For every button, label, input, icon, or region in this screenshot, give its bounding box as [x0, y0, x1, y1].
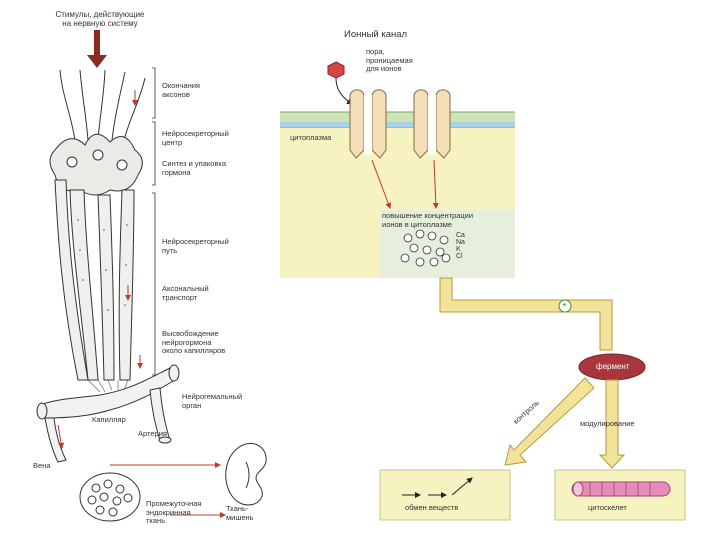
exchange-label: обмен веществ — [405, 503, 459, 512]
flow-arrows — [125, 90, 143, 369]
ion-circles — [400, 229, 451, 267]
ion-na: Na — [456, 239, 465, 246]
ion-channel-2 — [413, 89, 451, 159]
ion-ca: Ca — [456, 232, 465, 239]
granules — [77, 219, 128, 311]
circulation-arrows — [57, 424, 226, 518]
label-brackets — [152, 67, 156, 376]
ion-k: K — [456, 246, 461, 253]
capillary-label: Капилляр — [92, 415, 126, 424]
ion-list: Ca Na K Cl — [456, 232, 465, 260]
stimuli-caption: Стимулы, действующие на нервную систему — [55, 10, 145, 28]
pore-label: пора, проницаемая для ионов — [366, 47, 413, 73]
target-tissue — [225, 443, 267, 506]
axonal-transport-label: Аксональный транспорт — [162, 284, 209, 302]
axon-endings-label: Окончания аксонов — [162, 81, 200, 99]
release-label: Высвобождение нейрогормона около капилля… — [162, 329, 226, 355]
release-region — [87, 379, 129, 393]
ion-channel-1 — [349, 89, 387, 159]
cytoskeleton-box — [554, 469, 686, 521]
signal-pipe — [439, 277, 613, 351]
neurosecretory-cells — [49, 133, 143, 196]
ion-region — [380, 210, 515, 278]
enzyme-label: фермент — [596, 362, 630, 371]
modulation-label: модулирование — [580, 419, 635, 428]
vein-label: Вена — [33, 461, 51, 470]
axon-endings — [59, 69, 146, 141]
endocrine-tissue — [79, 472, 141, 522]
intermediate-gland-label: Промежуточная эндокринная ткань — [146, 499, 202, 525]
cell-membrane — [280, 111, 515, 129]
neurosecretory-center-label: Нейросекреторный центр — [162, 129, 229, 147]
exchange-box — [379, 469, 511, 521]
ion-molecule — [327, 61, 353, 105]
modulation-pipe — [598, 379, 626, 469]
control-pipe — [504, 377, 595, 466]
synthesis-label: Синтез и упаковка гормона — [162, 159, 227, 177]
cytoplasm-label: цитоплазма — [290, 133, 332, 142]
artery-label: Артерия — [138, 429, 167, 438]
ion-cl: Cl — [456, 253, 463, 260]
channel-arrows — [371, 159, 439, 209]
neurohemal-organ — [36, 364, 180, 463]
plus-sign: + — [562, 300, 567, 309]
target-tissue-label: Ткань- мишень — [226, 504, 254, 522]
plus-node — [558, 299, 572, 313]
neurohemal-organ-label: Нейрогемальный орган — [182, 392, 243, 410]
stimulus-arrow — [87, 30, 107, 68]
cytoskeleton-label: цитоскелет — [588, 503, 627, 512]
concentration-label: повышение концентрации ионов в цитоплазм… — [382, 211, 474, 229]
neurosecretory-path-label: Нейросекреторный путь — [162, 237, 229, 255]
ion-channel-title: Ионный канал — [344, 29, 408, 40]
neurosecretory-tract — [54, 179, 135, 381]
